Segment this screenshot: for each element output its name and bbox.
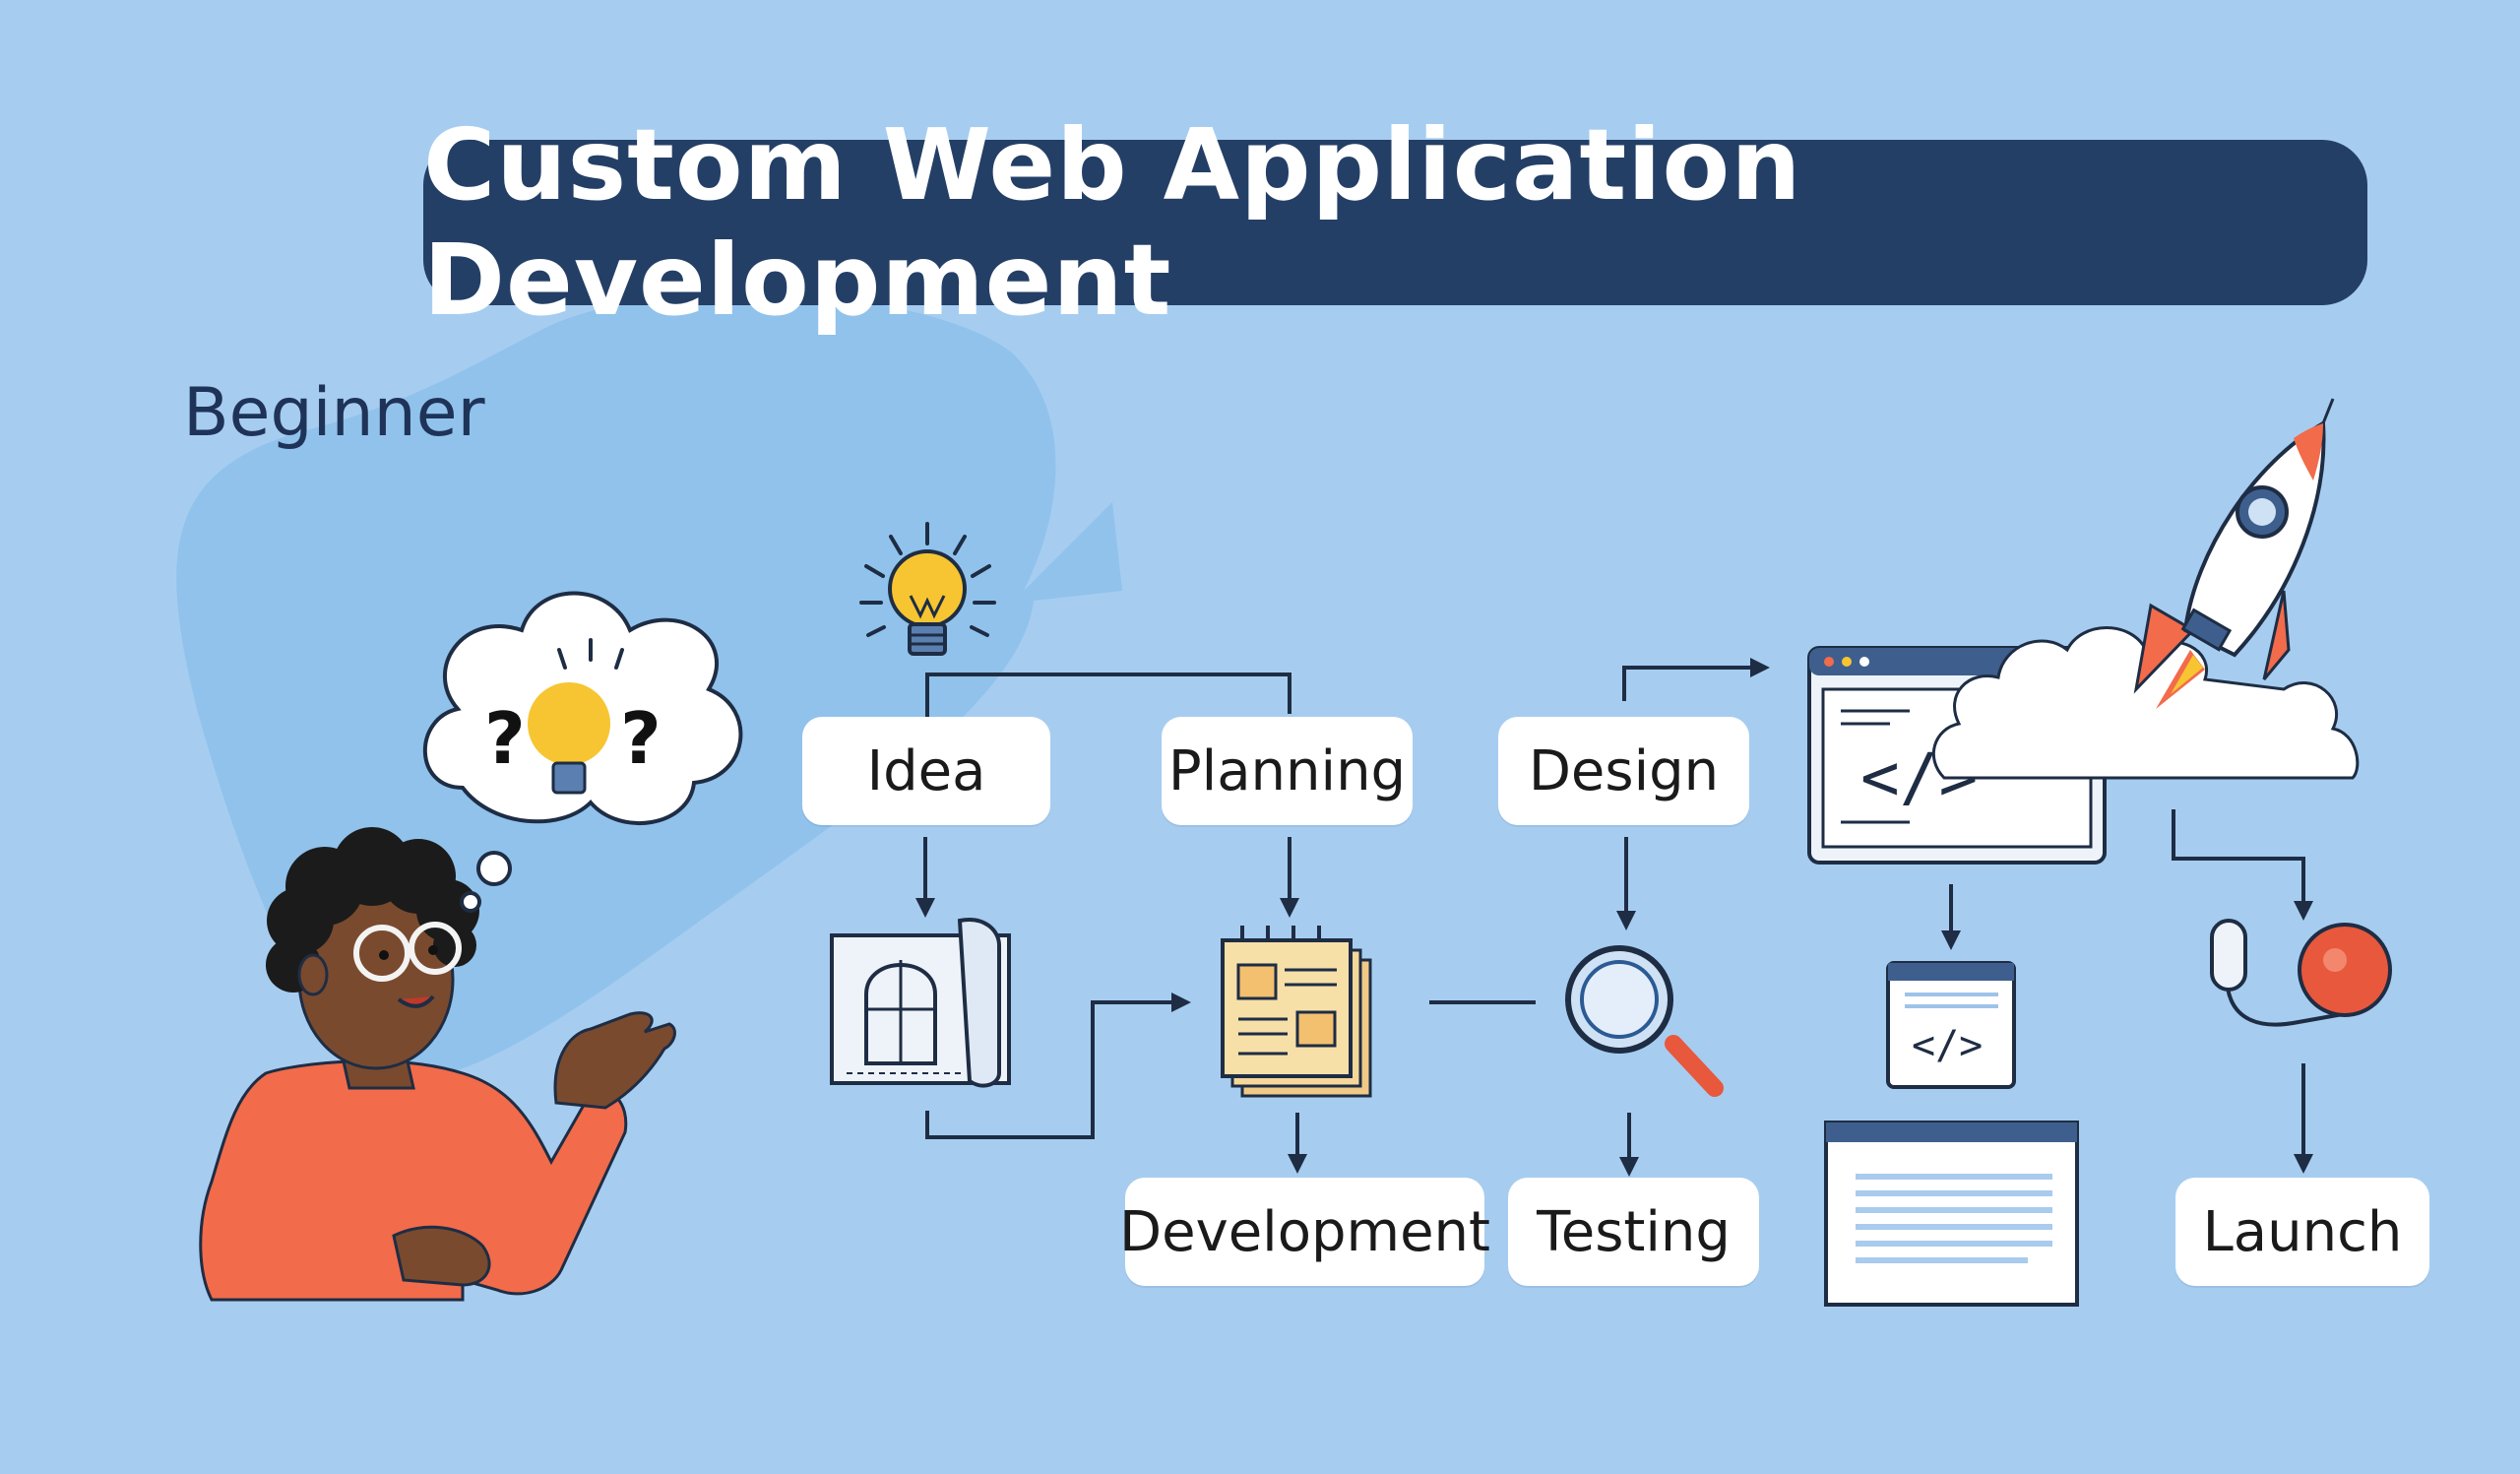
svg-text:</>: </> (1912, 1023, 1983, 1068)
toggle-icon (2212, 921, 2390, 1025)
step-idea: Idea (802, 717, 1050, 825)
code-card-icon: </> (1888, 963, 2014, 1087)
svg-text:?: ? (484, 697, 526, 780)
page-title: Custom Web Application Development (423, 107, 2367, 338)
level-label: Beginner (183, 374, 485, 452)
step-testing: Testing (1508, 1178, 1759, 1286)
title-banner: Custom Web Application Development (423, 140, 2367, 305)
document-icon (1826, 1122, 2077, 1305)
blueprint-icon (832, 920, 1009, 1086)
step-launch: Launch (2175, 1178, 2429, 1286)
step-planning: Planning (1162, 717, 1413, 825)
magnifier-icon (1568, 948, 1715, 1088)
step-design: Design (1498, 717, 1749, 825)
notepad-icon (1223, 926, 1370, 1096)
svg-text:?: ? (620, 697, 662, 780)
step-development: Development (1125, 1178, 1484, 1286)
